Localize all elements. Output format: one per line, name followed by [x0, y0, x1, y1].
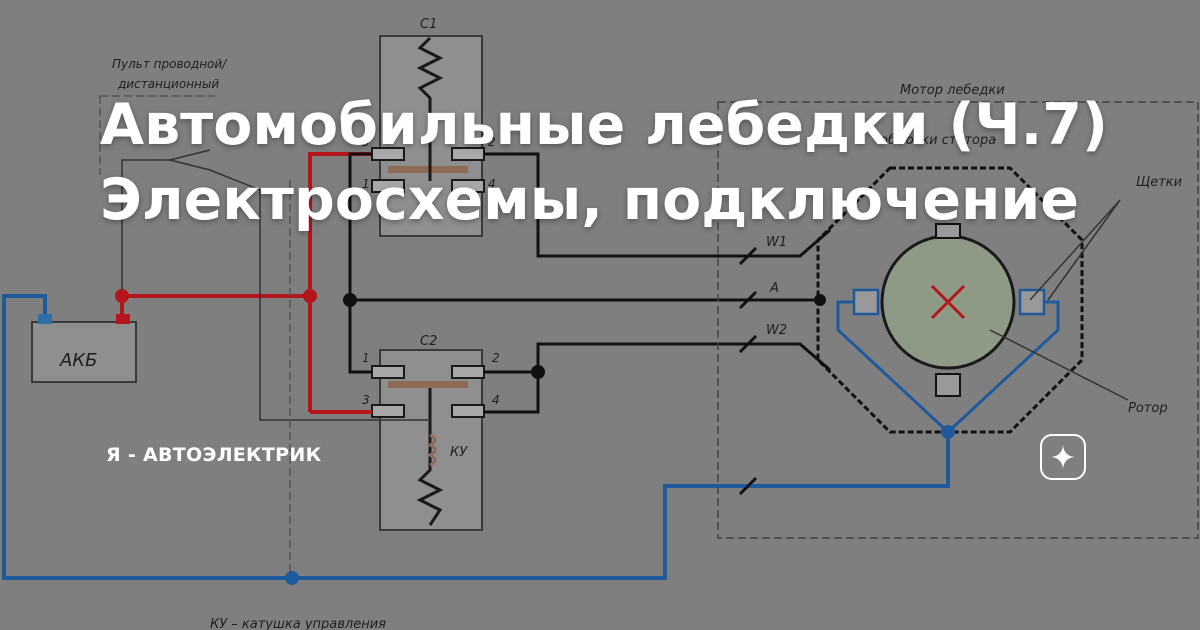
- svg-text:обмотки статора: обмотки статора: [880, 133, 996, 148]
- svg-text:Мотор лебедки: Мотор лебедки: [900, 83, 1005, 98]
- svg-text:3: 3: [362, 393, 370, 407]
- relay-c2-spring: [416, 395, 444, 526]
- svg-text:С1: С1: [420, 17, 437, 32]
- zen-star-glyph: [1050, 444, 1076, 470]
- svg-text:Щетки: Щетки: [1136, 175, 1182, 190]
- stator-winding: [816, 166, 1084, 434]
- motor-frame: [717, 101, 1199, 539]
- svg-text:W1: W1: [766, 235, 787, 250]
- svg-text:1: 1: [362, 177, 370, 191]
- relay-c1-spring: [416, 36, 444, 150]
- svg-text:3: 3: [362, 135, 370, 149]
- svg-text:дистанционный: дистанционный: [117, 77, 219, 91]
- svg-text:КУ – катушка управления: КУ – катушка управления: [210, 617, 386, 630]
- svg-text:4: 4: [488, 177, 496, 191]
- svg-text:АКБ: АКБ: [59, 350, 97, 371]
- svg-text:Ротор: Ротор: [1128, 401, 1168, 416]
- article-title-line-2: Электросхемы, подключение: [100, 167, 1079, 233]
- svg-text:Пульт проводной/: Пульт проводной/: [112, 57, 228, 71]
- article-title-line-1: Автомобильные лебедки (Ч.7): [100, 92, 1108, 158]
- svg-text:W2: W2: [766, 323, 787, 338]
- svg-text:A: A: [769, 281, 779, 296]
- svg-text:2: 2: [488, 135, 496, 149]
- svg-text:2: 2: [492, 351, 500, 365]
- channel-name[interactable]: Я - АВТОЭЛЕКТРИК: [106, 444, 322, 466]
- svg-text:4: 4: [492, 393, 500, 407]
- article-title[interactable]: Автомобильные лебедки (Ч.7) Электросхемы…: [100, 88, 1140, 238]
- svg-text:1: 1: [362, 351, 370, 365]
- zen-star-icon: [1040, 434, 1086, 480]
- battery-box: [31, 321, 137, 383]
- svg-text:КУ: КУ: [450, 445, 468, 460]
- svg-text:С2: С2: [420, 334, 437, 349]
